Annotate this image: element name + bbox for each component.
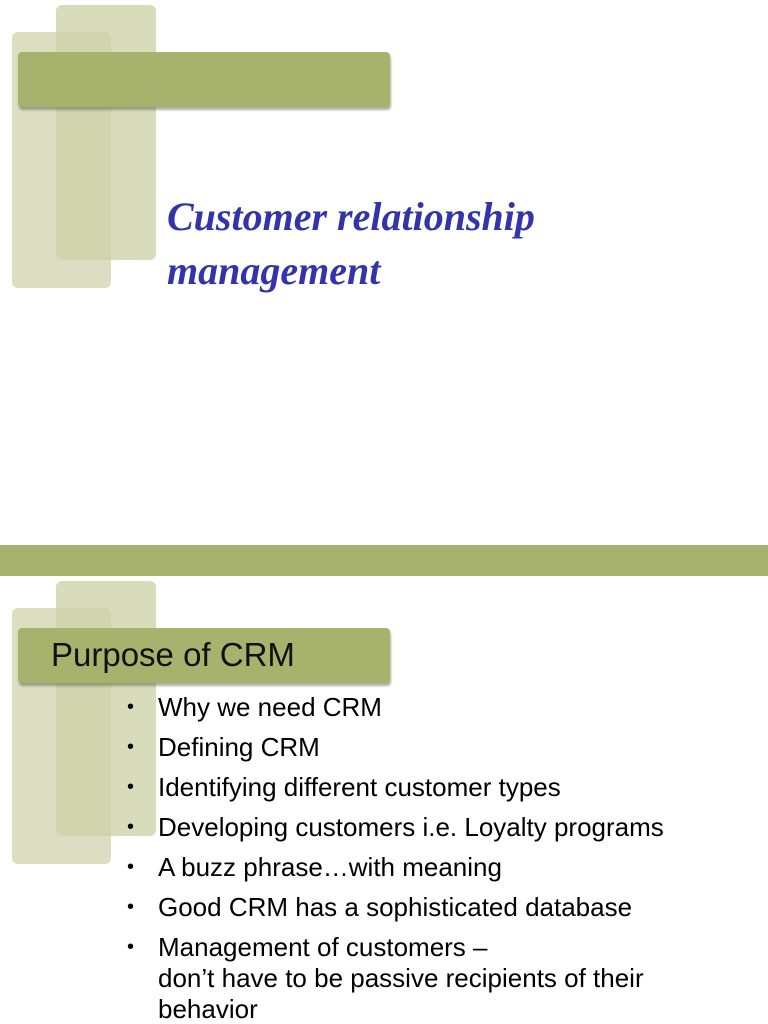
slide-title: Customer relationship management [12, 5, 535, 298]
bullet-symbol: • [127, 816, 135, 838]
bullet-text: behavior [158, 994, 258, 1024]
bullet-item: • Identifying different customer types [127, 772, 664, 803]
bullet-symbol: • [127, 856, 135, 878]
bullet-item: • Why we need CRM [127, 692, 664, 723]
bullet-item: • Defining CRM [127, 732, 664, 763]
bullet-text: Developing customers i.e. Loyalty progra… [158, 812, 664, 842]
title-line: management [167, 248, 381, 293]
bullet-text: Defining CRM [158, 732, 320, 762]
slide-separator [0, 545, 768, 576]
title-accent-bar: Purpose of CRM [18, 628, 390, 683]
bullet-symbol: • [127, 736, 135, 758]
bullet-item: • Management of customers – don’t have t… [127, 932, 664, 1024]
bullet-text: don’t have to be passive recipients of t… [158, 963, 644, 993]
bullet-text: Identifying different customer types [158, 772, 561, 802]
bullet-symbol: • [127, 896, 135, 918]
title-line: Customer relationship [167, 194, 535, 239]
bullet-text: Management of customers – [158, 932, 488, 962]
slide-purpose: Purpose of CRM • Why we need CRM • Defin… [0, 576, 768, 1024]
bullet-item: • Good CRM has a sophisticated database [127, 892, 664, 923]
slide-main-title: Customer relationship management [167, 190, 535, 298]
bullet-text: Good CRM has a sophisticated database [158, 892, 633, 922]
bullet-text: Why we need CRM [158, 692, 382, 722]
bullet-item: • A buzz phrase…with meaning [127, 852, 664, 883]
bullet-symbol: • [127, 696, 135, 718]
bullet-list: • Why we need CRM • Defining CRM • Ident… [127, 692, 664, 1024]
slide-section-title: Purpose of CRM [51, 636, 295, 673]
bullet-item: • Developing customers i.e. Loyalty prog… [127, 812, 664, 843]
bullet-text: A buzz phrase…with meaning [158, 852, 502, 882]
title-accent-bar [18, 52, 390, 107]
bullet-symbol: • [127, 936, 135, 958]
bullet-symbol: • [127, 776, 135, 798]
